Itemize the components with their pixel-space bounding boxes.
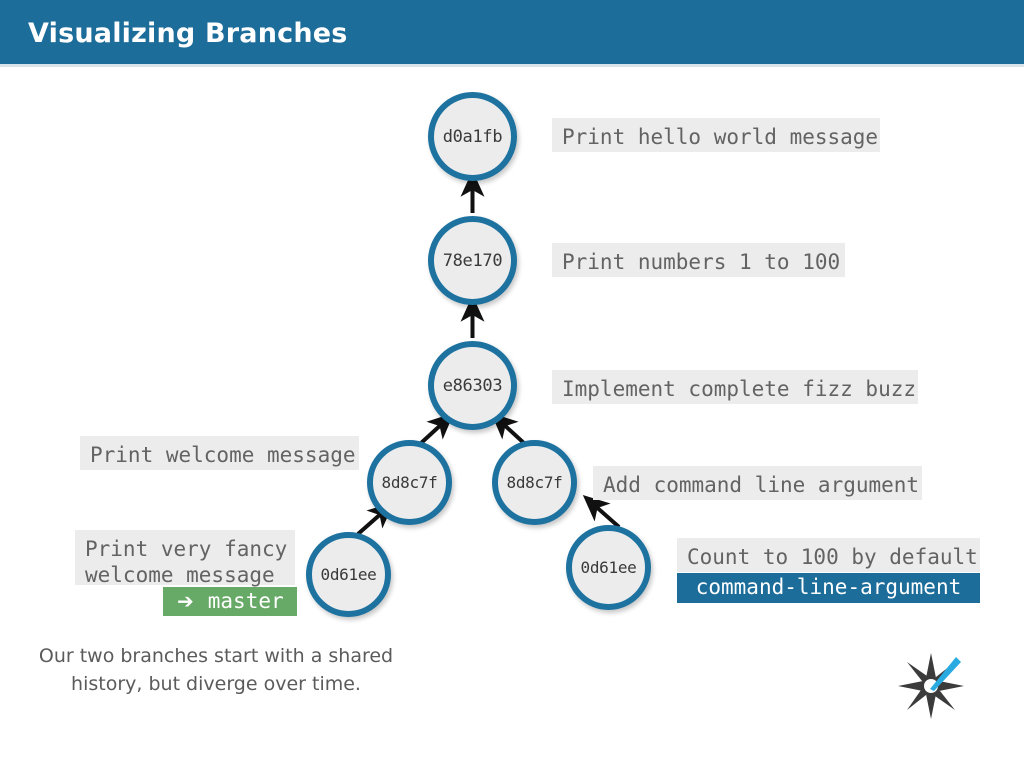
branch-diagram-canvas: d0a1fb 78e170 e86303 8d8c7f 8d8c7f 0d61e… bbox=[0, 67, 1024, 768]
edge-0d61ee-left-to-8d8c7f-left bbox=[356, 501, 395, 536]
slide-caption: Our two branches start with a shared his… bbox=[38, 645, 394, 695]
commit-hash-label: 8d8c7f bbox=[381, 473, 438, 492]
branch-badge-label: master bbox=[207, 588, 284, 613]
commit-node-0d61ee-right[interactable]: 0d61ee bbox=[566, 525, 651, 610]
commit-hash-label: 78e170 bbox=[442, 250, 503, 271]
starburst-logo bbox=[898, 653, 964, 719]
page-title: Visualizing Branches bbox=[28, 18, 348, 49]
commit-node-8d8c7f-left[interactable]: 8d8c7f bbox=[367, 440, 452, 525]
commit-node-0d61ee-left[interactable]: 0d61ee bbox=[306, 532, 391, 617]
edge-8d8c7f-left-to-e86303 bbox=[418, 412, 455, 446]
starburst-logo-accent-ray bbox=[930, 657, 961, 691]
commit-node-78e170[interactable]: 78e170 bbox=[428, 216, 517, 305]
commit-message-hello-world: Print hello world message bbox=[552, 118, 880, 152]
branch-badge-master[interactable]: ➔ master bbox=[163, 587, 297, 616]
commit-node-8d8c7f-right[interactable]: 8d8c7f bbox=[492, 440, 577, 525]
branch-badge-command-line-argument[interactable]: command-line-argument bbox=[677, 573, 980, 603]
commit-message-fizzbuzz: Implement complete fizz buzz bbox=[552, 370, 918, 404]
commit-message-welcome: Print welcome message bbox=[80, 436, 359, 470]
commit-node-d0a1fb[interactable]: d0a1fb bbox=[428, 92, 517, 181]
commit-message-fancy-welcome: Print very fancy welcome message bbox=[75, 530, 295, 587]
slide-header: Visualizing Branches bbox=[0, 0, 1024, 67]
commit-message-count-default: Count to 100 by default bbox=[677, 538, 980, 572]
commit-hash-label: 8d8c7f bbox=[506, 473, 563, 492]
branch-head-arrow-icon: ➔ bbox=[177, 588, 194, 613]
header-underline bbox=[0, 64, 1024, 67]
commit-node-e86303[interactable]: e86303 bbox=[428, 341, 517, 430]
commit-message-command-line-argument: Add command line argument bbox=[593, 466, 922, 500]
edge-0d61ee-right-to-8d8c7f-right bbox=[582, 494, 621, 529]
commit-hash-label: 0d61ee bbox=[580, 558, 637, 577]
commit-hash-label: e86303 bbox=[442, 375, 503, 396]
commit-hash-label: 0d61ee bbox=[320, 565, 377, 584]
commit-hash-label: d0a1fb bbox=[442, 126, 503, 147]
edge-8d8c7f-right-to-e86303 bbox=[490, 412, 527, 446]
branch-badge-label: command-line-argument bbox=[695, 575, 962, 599]
commit-message-numbers: Print numbers 1 to 100 bbox=[552, 243, 845, 277]
